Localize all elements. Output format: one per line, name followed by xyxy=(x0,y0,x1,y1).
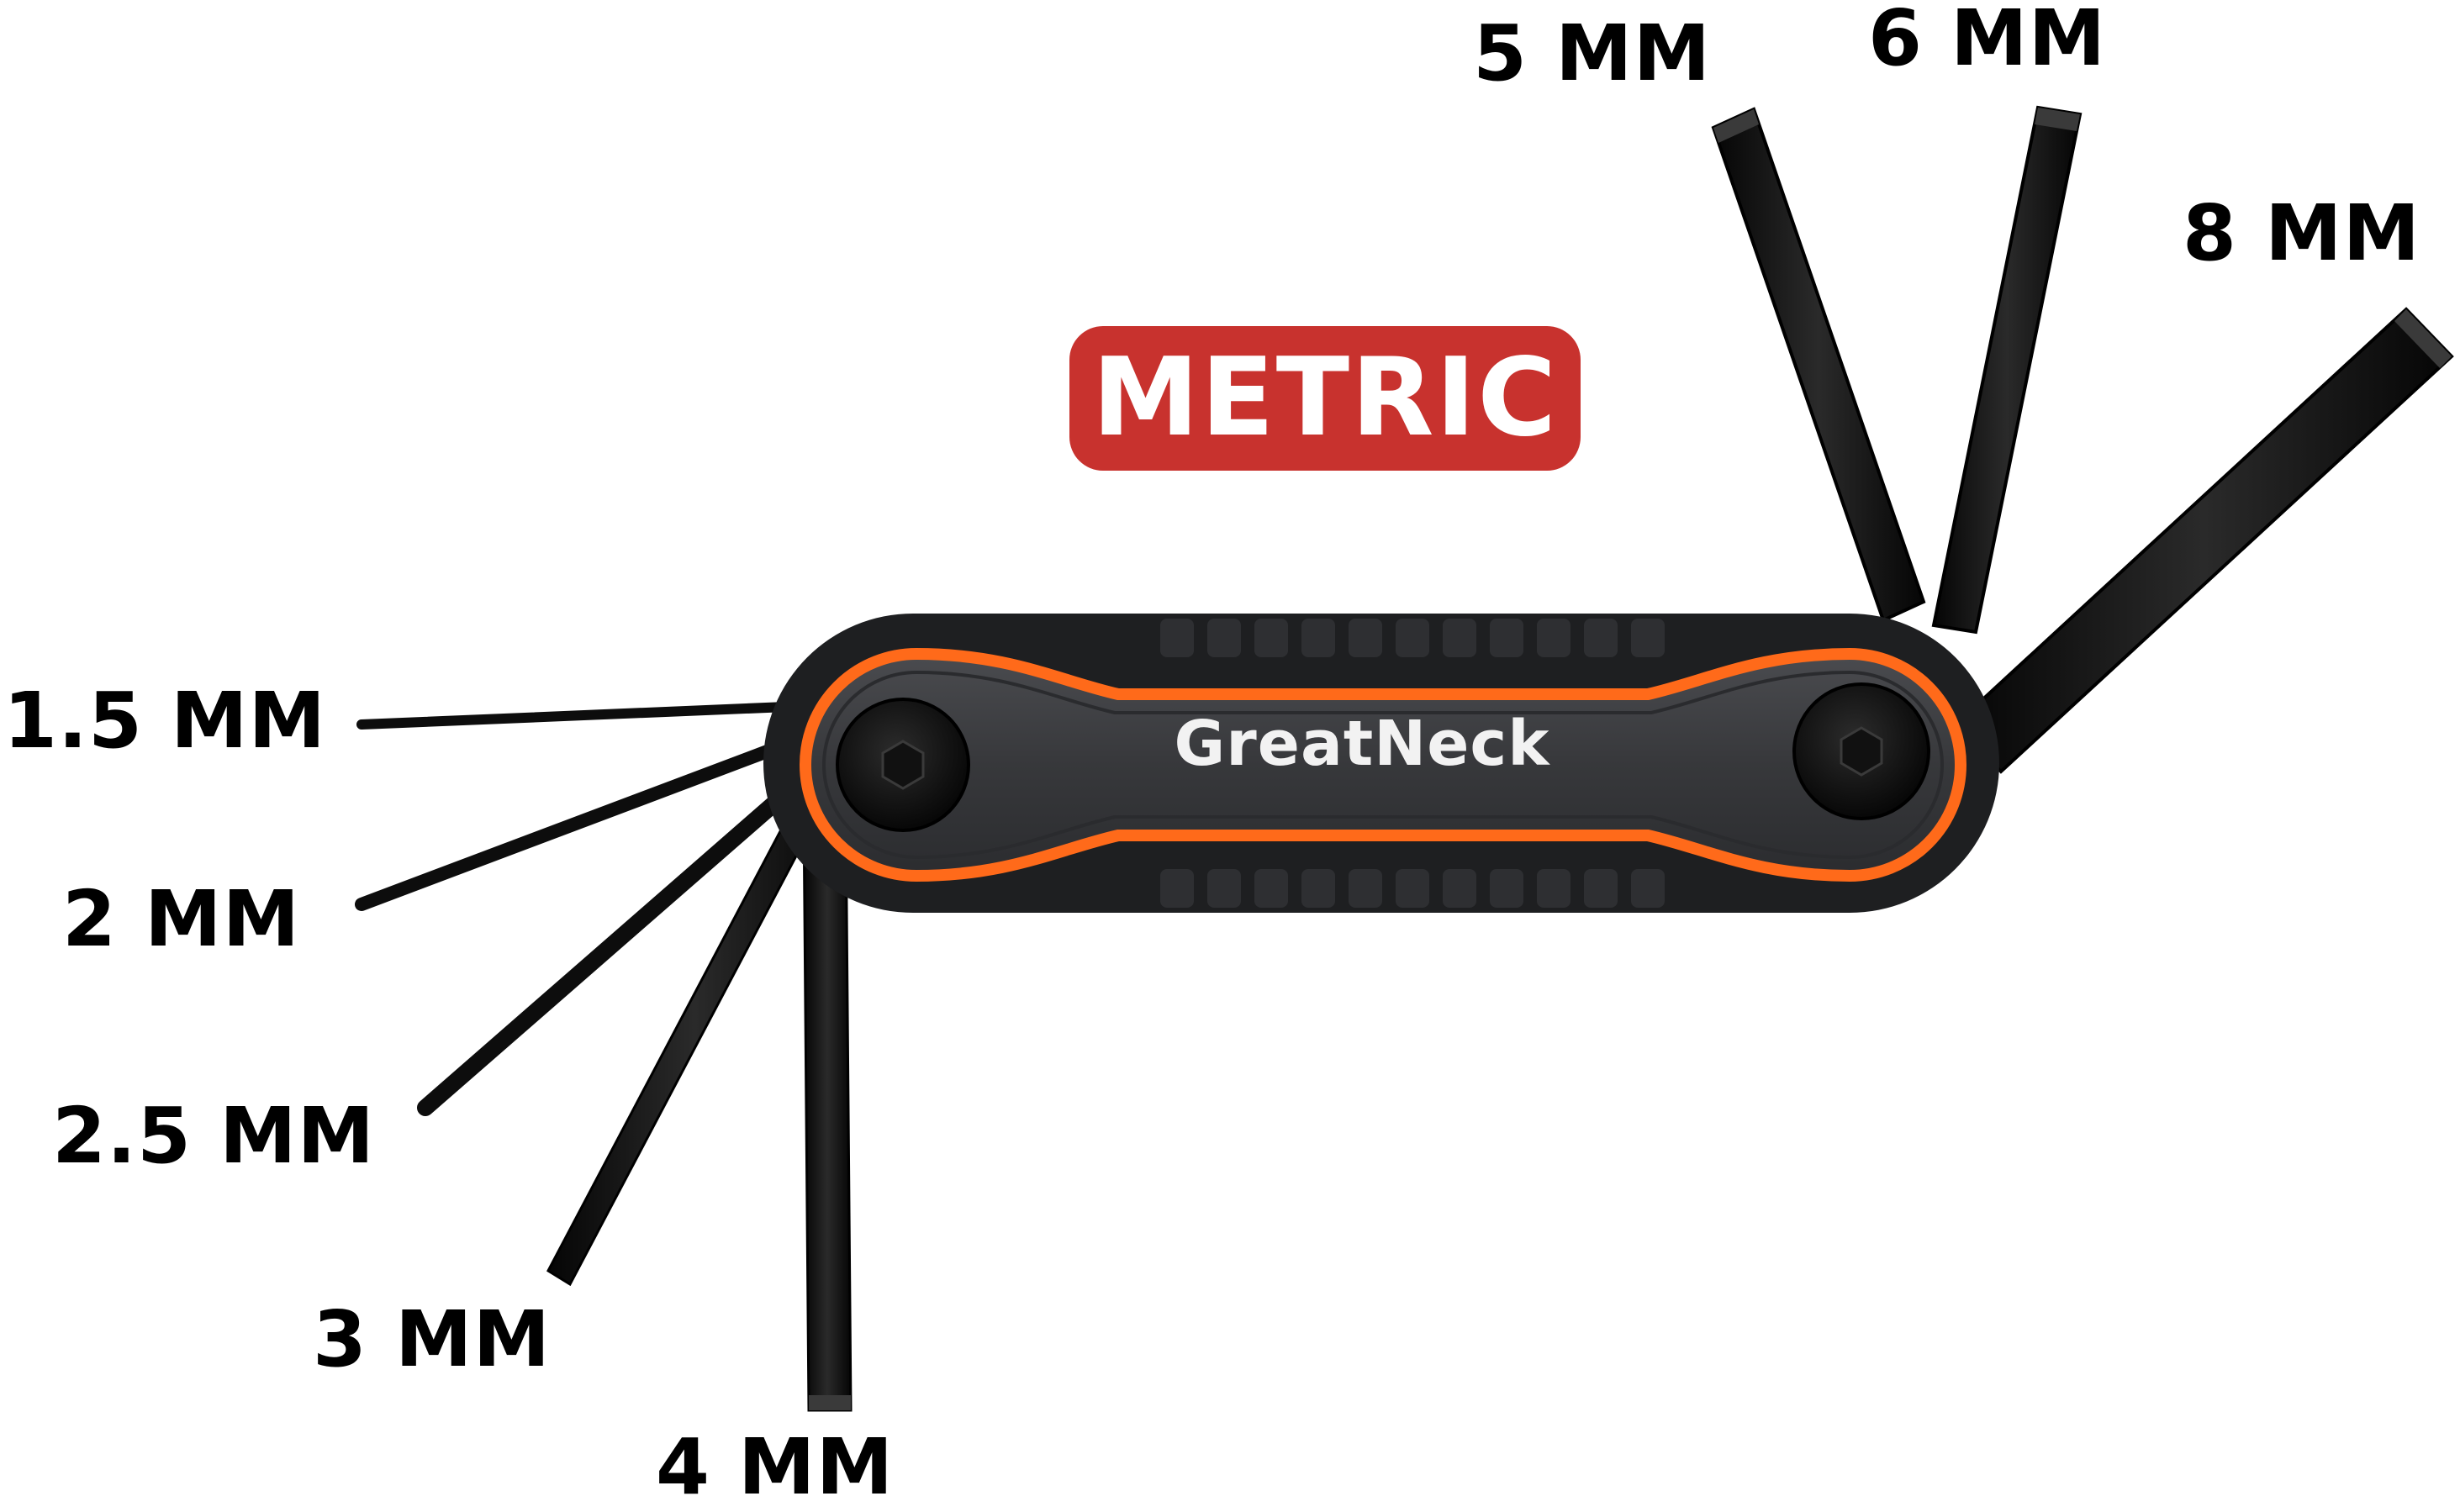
hex-key-5mm xyxy=(1711,107,1926,623)
metric-badge-text: METRIC xyxy=(1091,335,1559,461)
label-4mm: 4 MM xyxy=(656,1422,895,1512)
metric-badge: METRIC xyxy=(1069,326,1581,471)
label-2mm: 2 MM xyxy=(62,874,301,964)
label-3mm: 3 MM xyxy=(313,1294,552,1384)
hex-key-4mm xyxy=(802,807,853,1412)
label-5mm: 5 MM xyxy=(1473,8,1712,98)
brand-logo-text: GreatNeck xyxy=(1174,708,1550,780)
label-1-5mm: 1.5 MM xyxy=(3,676,327,766)
hex-bolt-icon xyxy=(836,698,970,832)
folding-handle xyxy=(763,614,1999,913)
hex-key-6mm xyxy=(1931,105,2083,635)
hex-bolt-icon xyxy=(1792,682,1930,820)
hex-key-8mm xyxy=(1953,307,2454,774)
label-6mm: 6 MM xyxy=(1868,0,2107,83)
hex-key-1_5mm xyxy=(356,699,853,730)
label-8mm: 8 MM xyxy=(2183,188,2421,278)
label-2-5mm: 2.5 MM xyxy=(52,1091,376,1181)
